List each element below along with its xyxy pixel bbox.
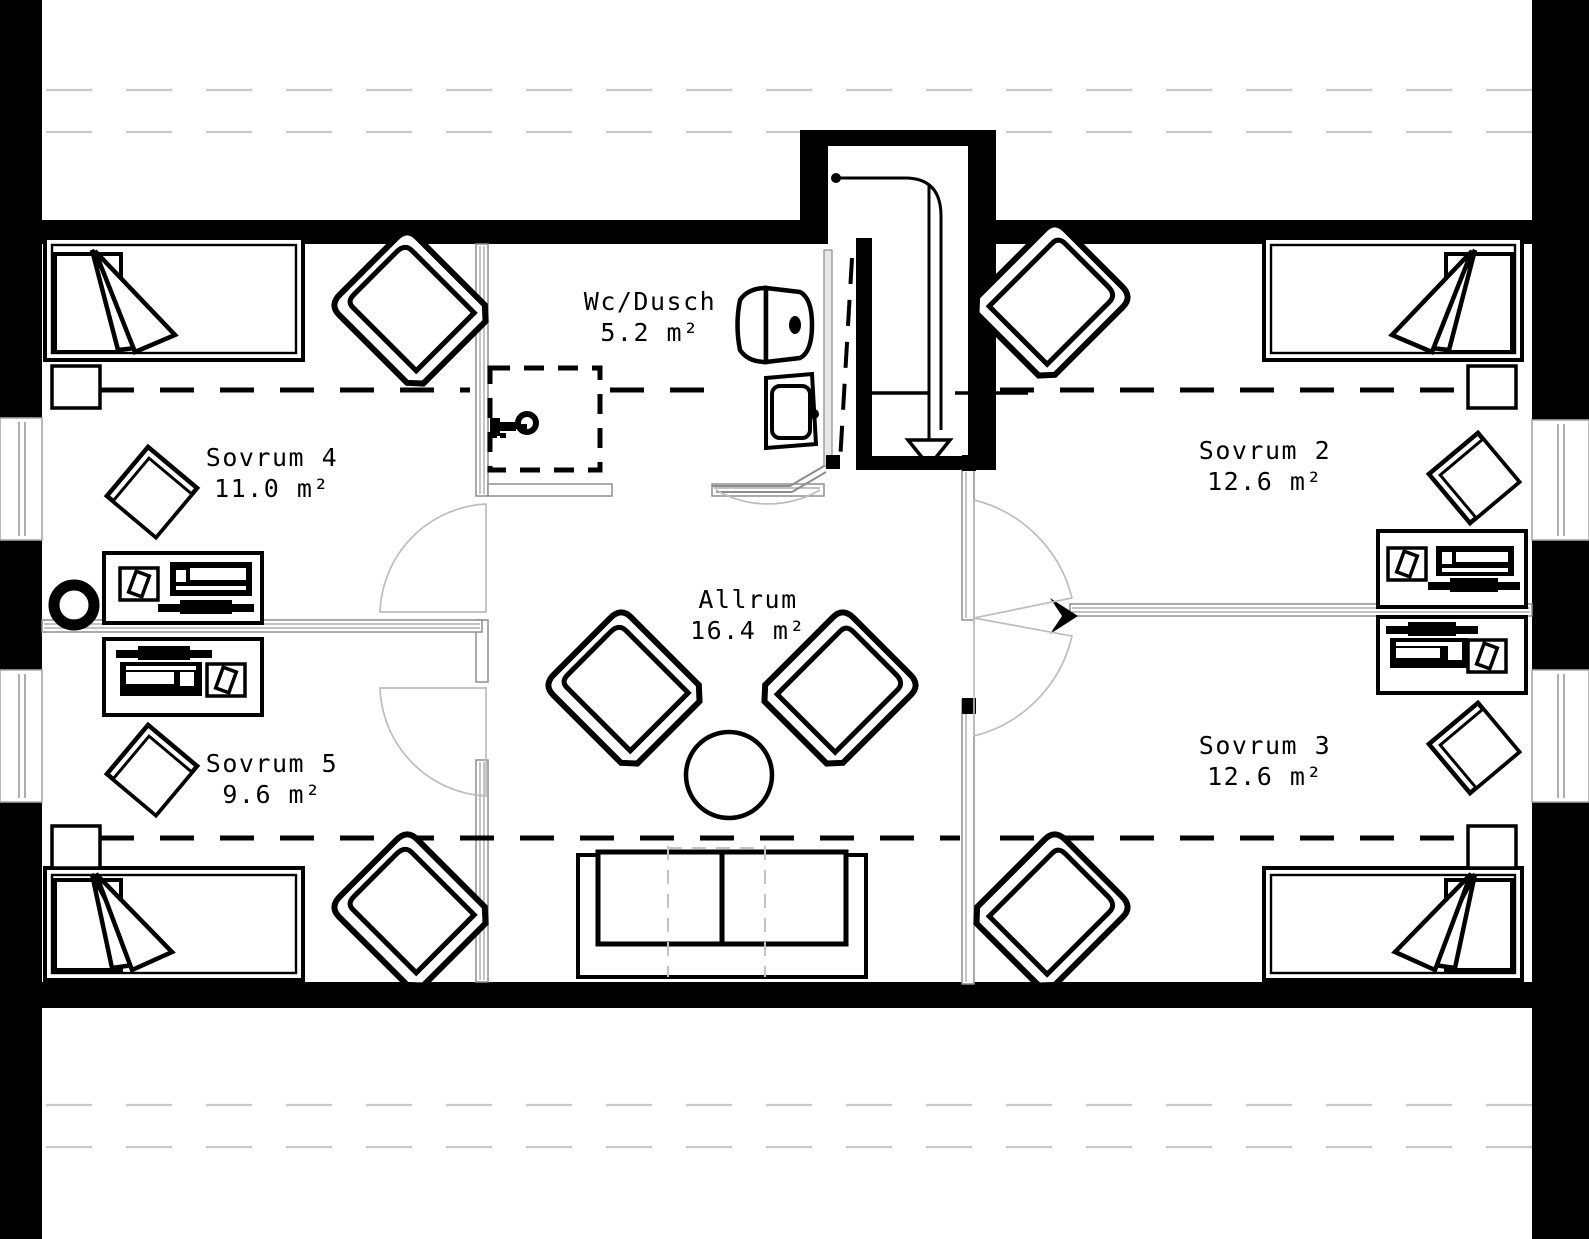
wc-door-leaf [838, 257, 854, 463]
armchair-allrum-left [545, 609, 703, 767]
handrail-end-cap [831, 173, 841, 183]
nightstand-sovrum4 [50, 364, 102, 410]
stair-shaft-walls [800, 130, 996, 470]
door-swing-sovrum2 [973, 498, 1074, 620]
bed-sovrum3 [1262, 866, 1524, 982]
floor-break-lines [100, 387, 1530, 841]
room-name-sovrum3: Sovrum 3 [1199, 731, 1331, 760]
room-area-allrum: 16.4 m² [690, 616, 806, 645]
stair-direction-arrow [904, 185, 954, 469]
armchair-sovrum2 [973, 221, 1131, 379]
window-right-upper [1531, 419, 1589, 541]
nightstand-sovrum5 [50, 824, 102, 870]
nightstand-sovrum3 [1466, 824, 1518, 870]
room-name-sovrum2: Sovrum 2 [1199, 436, 1331, 465]
roof-hatch-top [46, 88, 1543, 134]
exterior-wall-right [1532, 0, 1589, 1239]
door-swing-arcs [379, 489, 1074, 797]
wc-door-frame [823, 249, 833, 467]
bed-sovrum4 [43, 236, 305, 362]
desk-sovrum4 [102, 551, 264, 625]
room-label-sovrum3: Sovrum 3 12.6 m² [1199, 731, 1331, 791]
window-left-upper [0, 417, 43, 541]
bed-sovrum5 [43, 866, 305, 982]
room-name-sovrum4: Sovrum 4 [206, 443, 338, 472]
sofa-allrum [576, 846, 868, 979]
armchair-sovrum5 [331, 831, 489, 989]
armchair-sovrum3 [973, 831, 1131, 989]
bed-sovrum2 [1262, 236, 1524, 362]
wc-corner-wall [712, 465, 827, 493]
toilet-wc [735, 285, 815, 365]
room-name-allrum: Allrum [698, 585, 797, 614]
desk-sovrum3 [1376, 615, 1528, 695]
room-label-sovrum4: Sovrum 4 11.0 m² [206, 443, 338, 503]
room-area-sovrum3: 12.6 m² [1207, 762, 1323, 791]
shower-mixer-icon [490, 411, 539, 438]
exterior-wall-left [0, 0, 42, 1239]
side-table-sovrum5 [103, 721, 201, 819]
side-table-sovrum3 [1425, 699, 1523, 797]
sink-wc [764, 371, 819, 451]
armchair-sovrum4 [331, 229, 489, 387]
side-table-sovrum2 [1425, 429, 1523, 527]
room-area-sovrum5: 9.6 m² [222, 780, 321, 809]
wc-door-hinge [826, 455, 840, 469]
room-area-wcdusch: 5.2 m² [600, 318, 699, 347]
exterior-wall-bottom [36, 982, 1544, 1008]
window-right-lower [1531, 669, 1589, 803]
door-swing-sovrum5 [379, 687, 487, 797]
nightstand-sovrum2 [1466, 364, 1518, 410]
column-ring [48, 579, 100, 631]
desk-sovrum2 [1376, 529, 1528, 609]
roof-hatch-bottom [46, 1103, 1543, 1149]
room-label-wcdusch: Wc/Dusch 5.2 m² [584, 287, 716, 347]
room-label-allrum: Allrum 16.4 m² [690, 585, 806, 645]
armchair-allrum-right [761, 609, 919, 767]
door-swing-sovrum3 [973, 616, 1074, 738]
room-label-sovrum2: Sovrum 2 12.6 m² [1199, 436, 1331, 496]
desk-sovrum5 [102, 637, 264, 717]
room-area-sovrum2: 12.6 m² [1207, 467, 1323, 496]
stair-handrail [836, 176, 943, 430]
window-left-lower [0, 669, 43, 803]
round-table-allrum [683, 729, 775, 821]
room-name-sovrum5: Sovrum 5 [206, 749, 338, 778]
room-name-wcdusch: Wc/Dusch [584, 287, 716, 316]
door-swing-wc [715, 489, 821, 505]
room-area-sovrum4: 11.0 m² [214, 474, 330, 503]
door-swing-sovrum4 [379, 503, 487, 613]
room-label-sovrum5: Sovrum 5 9.6 m² [206, 749, 338, 809]
side-table-sovrum4 [103, 443, 201, 541]
